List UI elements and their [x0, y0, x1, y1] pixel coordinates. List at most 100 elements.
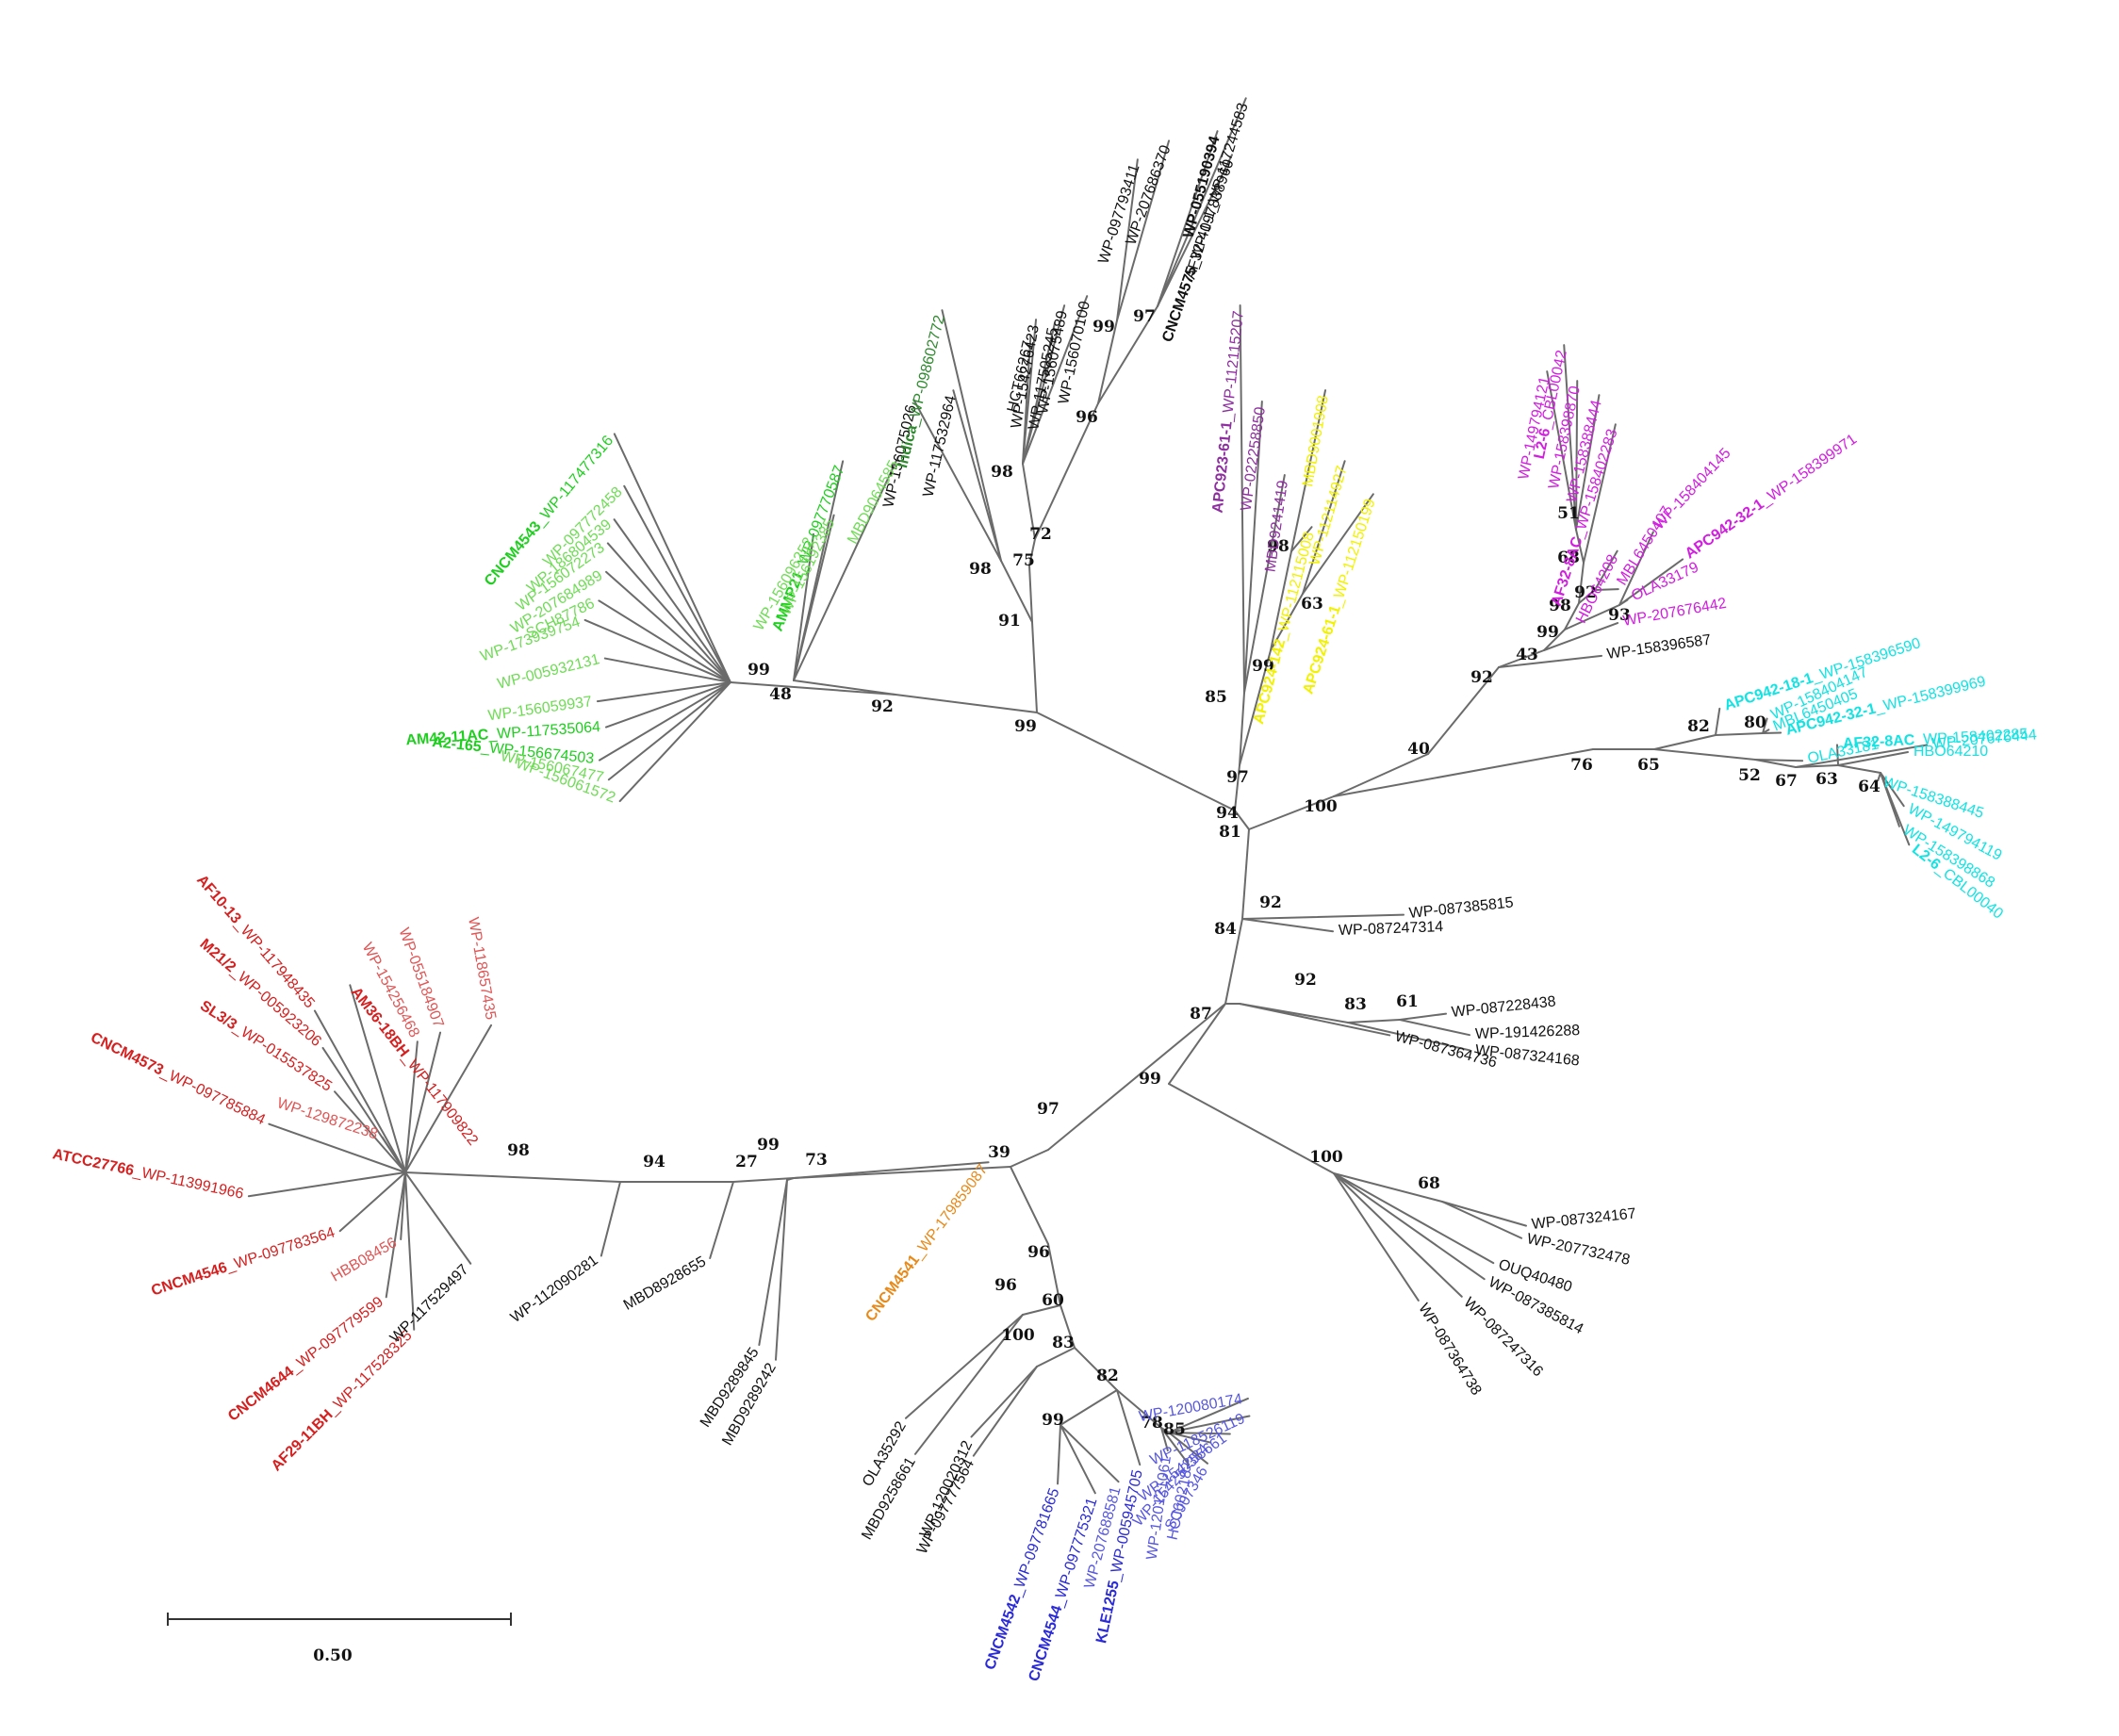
- leaf-branch: [404, 1171, 416, 1331]
- leaf-branch: [1498, 654, 1603, 668]
- leaf-branch: [1837, 751, 1909, 766]
- internal-branch: [1097, 305, 1158, 404]
- bootstrap-value: 72: [1029, 525, 1052, 544]
- leaf-branch: [1399, 1019, 1471, 1037]
- leaf-branch: [1116, 158, 1139, 321]
- internal-branch: [786, 1177, 795, 1181]
- internal-branch: [1498, 649, 1545, 668]
- internal-branch: [895, 694, 1038, 713]
- taxon-label: AF29-11BH_WP-117528325: [269, 1328, 416, 1475]
- bootstrap-value: 92: [1259, 893, 1282, 912]
- leaf-branch: [1290, 526, 1313, 552]
- accession-id: WP-117532964: [921, 394, 960, 499]
- strain-name: CNCM4575: [1159, 265, 1200, 345]
- leaf-branch: [404, 1040, 419, 1173]
- bootstrap-value: 52: [1738, 766, 1761, 785]
- internal-branch: [1543, 629, 1566, 651]
- leaf-branch: [1116, 1389, 1142, 1466]
- leaf-branch: [793, 455, 899, 681]
- leaf-branch: [1168, 1432, 1212, 1444]
- leaf-branch: [1563, 344, 1577, 531]
- leaf-branch: [793, 514, 835, 681]
- internal-branch: [1116, 1389, 1162, 1429]
- internal-branch: [1097, 319, 1118, 404]
- bootstrap-value: 97: [1037, 1100, 1060, 1119]
- bootstrap-value: 98: [1267, 537, 1289, 556]
- leaf-branch: [1333, 1172, 1420, 1302]
- internal-branch: [1653, 734, 1717, 750]
- internal-branch: [1034, 402, 1099, 540]
- bootstrap-value: 96: [1027, 1243, 1050, 1262]
- taxon-label: WP-118657435: [465, 916, 499, 1021]
- accession-id: _WP-097781665: [1009, 1486, 1062, 1599]
- internal-branch: [1047, 1243, 1061, 1306]
- taxon-label: WP-117532964: [921, 394, 960, 499]
- bootstrap-value: 99: [747, 661, 770, 680]
- taxon-label: WP-087228438: [1451, 994, 1556, 1022]
- leaf-branch: [313, 1009, 406, 1173]
- accession-id: WP-005932131: [496, 651, 601, 692]
- leaf-branch: [709, 1181, 734, 1259]
- bootstrap-value: 84: [1214, 920, 1237, 939]
- accession-id: WP-156059937: [487, 694, 594, 724]
- bootstrap-value: 80: [1744, 713, 1766, 732]
- accession-id: WP-118657435: [465, 916, 499, 1021]
- scale-bar: 0.50: [167, 1613, 512, 1665]
- strain-name: CNCM4542: [982, 1593, 1025, 1672]
- strain-name: L2-6: [1532, 427, 1554, 461]
- strain-name: CNCM4544: [1027, 1603, 1066, 1683]
- accession-id: WP-087324167: [1531, 1206, 1636, 1234]
- leaf-branch: [1594, 549, 1618, 591]
- taxon-label: ATCC27766_WP-113991966: [51, 1146, 245, 1203]
- bootstrap-value: 39: [988, 1143, 1010, 1162]
- bootstrap-value: 61: [1396, 992, 1419, 1011]
- accession-id: HBO64210: [1914, 744, 1988, 760]
- bootstrap-value: 83: [1052, 1334, 1075, 1352]
- internal-branch: [1074, 1347, 1118, 1391]
- bootstrap-value: 82: [1687, 717, 1710, 736]
- accession-id: WP-191426288: [1475, 1023, 1581, 1042]
- leaf-branch: [613, 518, 731, 683]
- leaf-branch: [1795, 744, 1929, 768]
- strain-name: AM42-11AC: [405, 728, 489, 749]
- accession-id: _WP-112115207: [1220, 310, 1247, 423]
- internal-branch: [1564, 602, 1580, 631]
- internal-branch: [1239, 649, 1272, 766]
- accession-id: _WP-179859087: [910, 1162, 992, 1263]
- bootstrap-value: 48: [769, 685, 792, 704]
- leaf-branch: [1880, 772, 1911, 846]
- taxon-label: WP-191426288: [1475, 1023, 1581, 1042]
- internal-branch: [1333, 753, 1429, 797]
- bootstrap-value: 63: [1301, 595, 1323, 614]
- leaf-branch: [1762, 717, 1768, 734]
- bootstrap-value: 98: [1549, 597, 1571, 615]
- leaf-branch: [1241, 913, 1405, 920]
- leaf-branch: [1333, 1172, 1495, 1265]
- leaf-branch: [1168, 1432, 1208, 1465]
- leaf-branch: [1168, 1415, 1251, 1433]
- accession-id: MBD9241419: [1263, 480, 1291, 573]
- accession-id: WP-158396587: [1606, 632, 1713, 663]
- leaf-branch: [1060, 1424, 1096, 1495]
- accession-id: _WP-158399969: [1873, 674, 1988, 717]
- leaf-branch: [607, 681, 731, 781]
- internal-branch: [1653, 748, 1756, 761]
- taxon-label: WP-005932131: [496, 651, 601, 692]
- leaf-branch: [268, 1122, 406, 1173]
- bootstrap-value: 65: [1637, 756, 1660, 775]
- bootstrap-value: 60: [1042, 1291, 1064, 1310]
- bootstrap-value: 93: [1608, 606, 1631, 625]
- bootstrap-value: 85: [1205, 688, 1227, 707]
- strain-name: AF10-13: [193, 873, 244, 927]
- taxon-label: CNCM4644_WP-097779599: [225, 1294, 386, 1425]
- bootstrap-value: 83: [1344, 995, 1367, 1014]
- leaf-branch: [1880, 772, 1905, 808]
- leaf-branch: [1160, 1427, 1169, 1452]
- accession-id: _WP-113991966: [131, 1163, 245, 1203]
- bootstrap-value: 27: [735, 1153, 758, 1171]
- accession-id: WP-087228438: [1451, 994, 1556, 1022]
- bootstrap-value: 97: [1226, 768, 1249, 787]
- accession-id: _WP-158399971: [1757, 432, 1860, 510]
- leaf-branch: [400, 1171, 406, 1240]
- taxon-label: WP-158396587: [1606, 632, 1713, 663]
